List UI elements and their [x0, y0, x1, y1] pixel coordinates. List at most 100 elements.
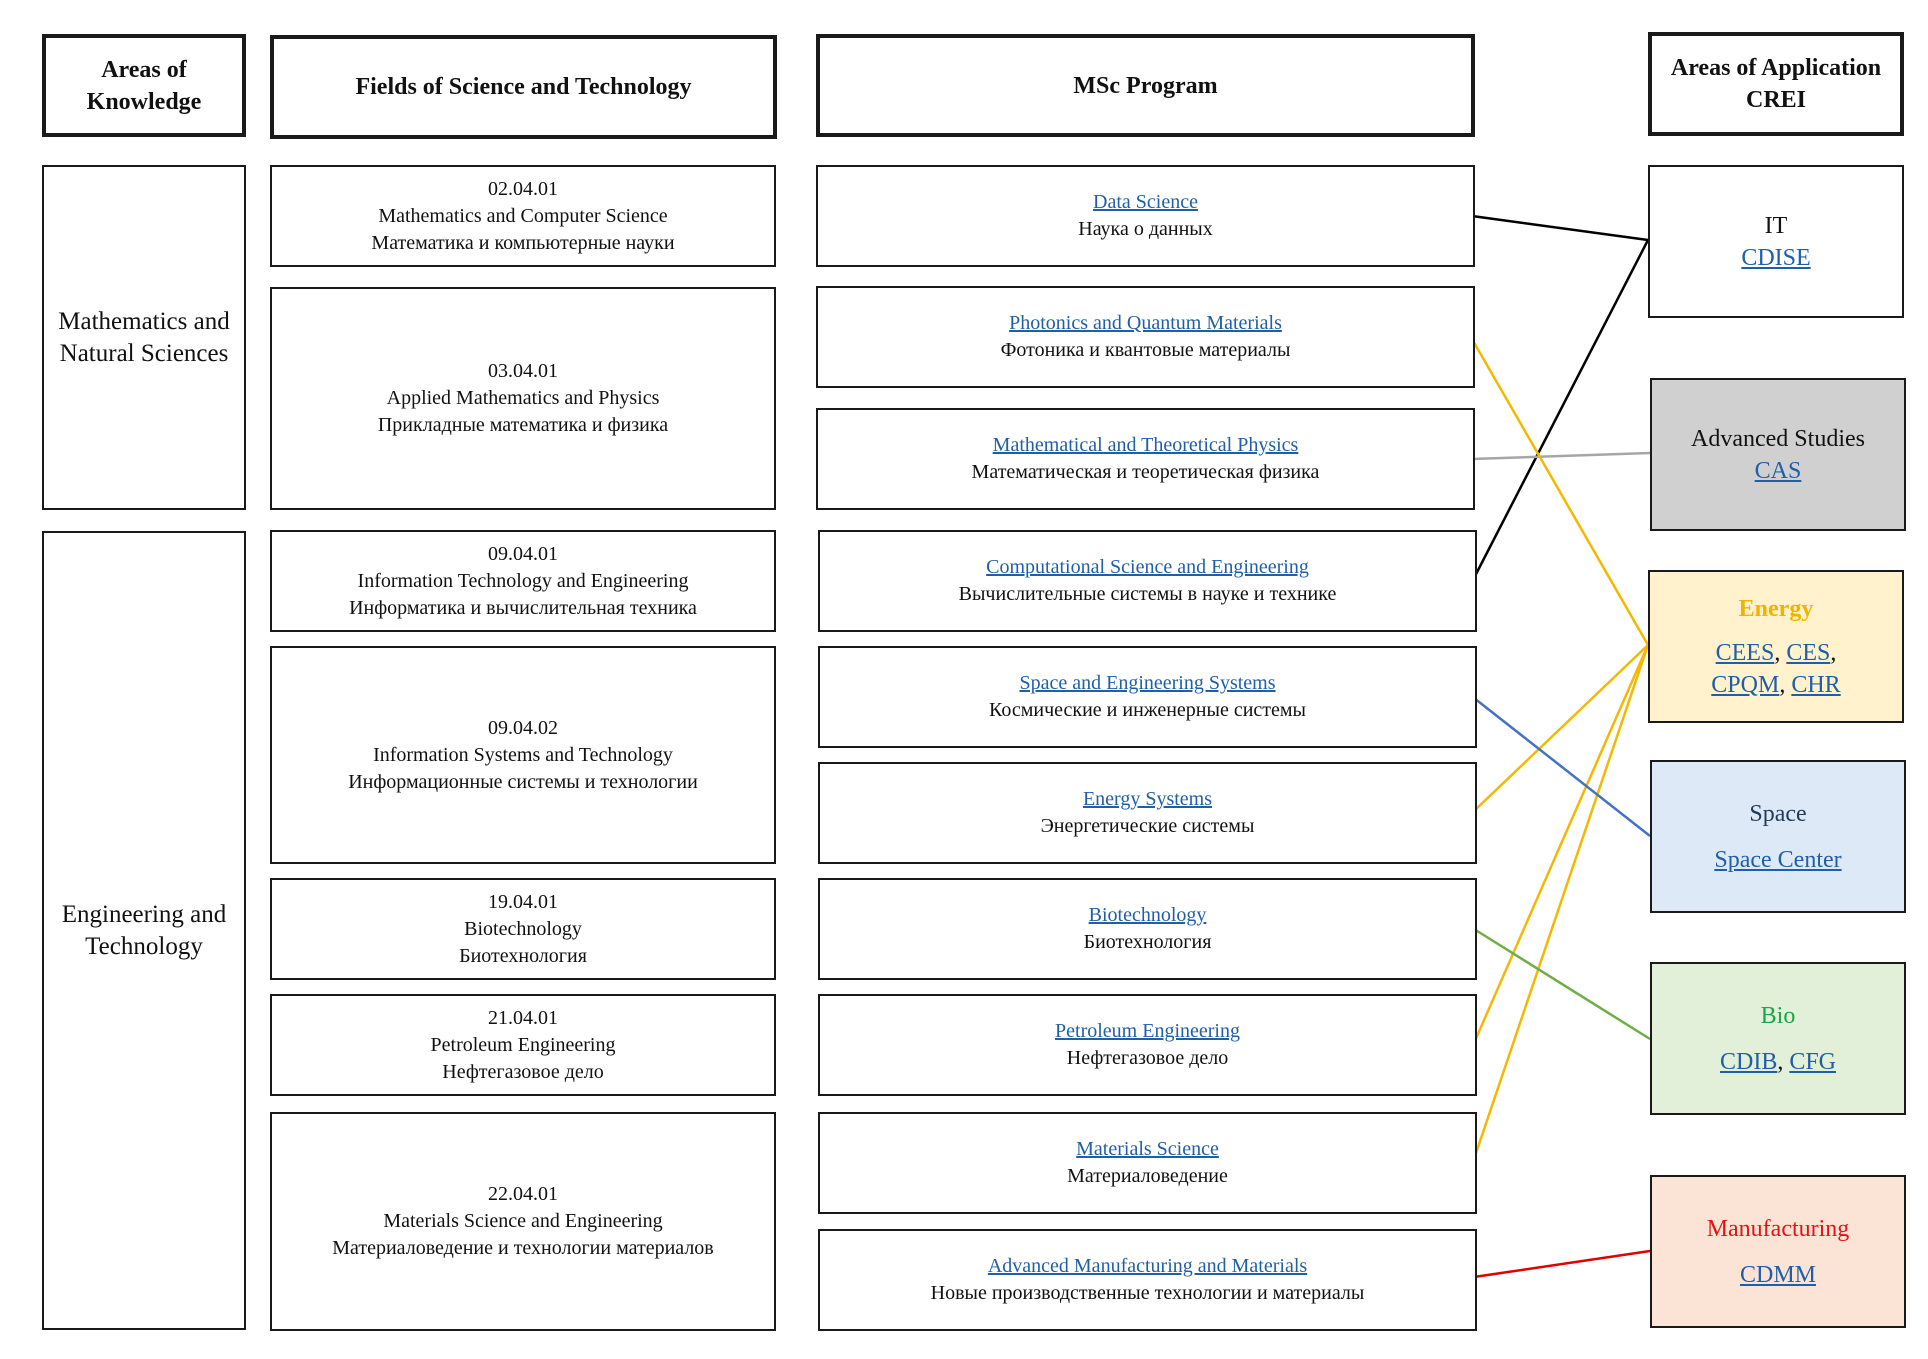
field-box: 03.04.01 Applied Mathematics and Physics…: [270, 287, 776, 510]
field-name-en: Biotechnology: [464, 917, 582, 940]
msc-program-name-ru: Новые производственные технологии и мате…: [930, 1282, 1365, 1304]
crei-title: Energy: [1738, 595, 1814, 622]
header-fields: Fields of Science and Technology: [270, 35, 777, 139]
msc-program-box: Data Science Наука о данных: [816, 165, 1475, 267]
connector-photonics-energy: [1470, 338, 1650, 646]
area-engineering-technology: Engineering and Technology: [42, 531, 246, 1330]
crei-link-cfg[interactable]: CFG: [1789, 1048, 1837, 1075]
field-box: 09.04.01 Information Technology and Engi…: [270, 530, 776, 632]
msc-program-box: Biotechnology Биотехнология: [818, 878, 1477, 980]
field-box: 21.04.01 Petroleum Engineering Нефтегазо…: [270, 994, 776, 1096]
area-label: Engineering and Technology: [61, 900, 227, 960]
crei-space: Space Space Center: [1650, 760, 1906, 913]
header-areas-of-knowledge: Areas of Knowledge: [42, 34, 246, 137]
field-code: 21.04.01: [488, 1006, 558, 1029]
msc-program-name-ru: Фотоника и квантовые материалы: [1000, 339, 1291, 361]
crei-link-ces[interactable]: CES: [1786, 639, 1831, 666]
connector-math-physics-advanced: [1471, 451, 1651, 461]
field-box: 02.04.01 Mathematics and Computer Scienc…: [270, 165, 776, 267]
crei-manufacturing: Manufacturing CDMM: [1650, 1175, 1906, 1328]
crei-title: Space: [1749, 800, 1807, 827]
connector-manufacturing: [1473, 1249, 1651, 1279]
crei-link-cpqm[interactable]: CPQM: [1711, 671, 1780, 698]
msc-program-box: Materials Science Материаловедение: [818, 1112, 1477, 1214]
msc-program-link[interactable]: Computational Science and Engineering: [986, 556, 1309, 578]
separator: ,: [1779, 671, 1792, 698]
field-name-en: Information Technology and Engineering: [357, 569, 689, 592]
field-name-ru: Нефтегазовое дело: [442, 1060, 604, 1083]
field-name-ru: Материаловедение и технологии материалов: [332, 1237, 714, 1259]
field-name-en: Petroleum Engineering: [430, 1033, 616, 1056]
msc-program-name-ru: Материаловедение: [1067, 1165, 1228, 1187]
msc-program-link[interactable]: Biotechnology: [1088, 904, 1207, 926]
crei-title: Advanced Studies: [1691, 425, 1865, 452]
msc-program-name-ru: Наука о данных: [1078, 218, 1213, 240]
header-msc-program: MSc Program: [816, 34, 1475, 137]
field-name-en: Information Systems and Technology: [373, 743, 673, 766]
header-crei-line1: Areas of Application: [1670, 55, 1882, 81]
area-math-natural-sciences: Mathematics and Natural Sciences: [42, 165, 246, 510]
connector-petroleum-energy: [1472, 644, 1650, 1044]
crei-link-cdib[interactable]: CDIB: [1719, 1048, 1778, 1075]
msc-program-link[interactable]: Photonics and Quantum Materials: [1009, 312, 1282, 334]
header-msc-label: MSc Program: [1073, 72, 1218, 99]
field-code: 09.04.01: [488, 542, 558, 565]
field-name-en: Materials Science and Engineering: [383, 1210, 663, 1232]
crei-link-cdise[interactable]: CDISE: [1741, 244, 1811, 271]
field-name-ru: Информационные системы и технологии: [348, 770, 698, 793]
crei-link-cdmm[interactable]: CDMM: [1739, 1261, 1817, 1288]
crei-link-chr[interactable]: CHR: [1791, 671, 1841, 698]
msc-program-link[interactable]: Advanced Manufacturing and Materials: [987, 1255, 1308, 1277]
msc-program-link[interactable]: Petroleum Engineering: [1055, 1020, 1240, 1042]
crei-title: Manufacturing: [1706, 1215, 1850, 1242]
field-code: 19.04.01: [488, 890, 558, 913]
msc-program-box: Petroleum Engineering Нефтегазовое дело: [818, 994, 1477, 1096]
field-box: 19.04.01 Biotechnology Биотехнология: [270, 878, 776, 980]
msc-program-link[interactable]: Materials Science: [1076, 1138, 1219, 1160]
field-name-en: Mathematics and Computer Science: [378, 204, 668, 227]
crei-it: IT CDISE: [1648, 165, 1904, 318]
connector-energy-systems-energy: [1473, 644, 1649, 812]
msc-program-box: Mathematical and Theoretical Physics Мат…: [816, 408, 1475, 510]
crei-link-cas[interactable]: CAS: [1754, 457, 1802, 484]
msc-program-link[interactable]: Data Science: [1093, 191, 1198, 213]
separator: ,: [1774, 639, 1787, 666]
crei-link-cees[interactable]: CEES: [1715, 639, 1775, 666]
connector-data-science-it: [1471, 214, 1649, 242]
field-name-en: Applied Mathematics and Physics: [386, 387, 660, 409]
msc-program-box: Energy Systems Энергетические системы: [818, 762, 1477, 864]
header-crei-line2: CREI: [1745, 87, 1806, 113]
msc-program-box: Photonics and Quantum Materials Фотоника…: [816, 286, 1475, 388]
field-name-ru: Прикладные математика и физика: [377, 414, 669, 436]
connector-materials-energy: [1472, 644, 1650, 1160]
crei-bio: Bio CDIB, CFG: [1650, 962, 1906, 1115]
msc-program-link[interactable]: Energy Systems: [1082, 788, 1213, 810]
crei-title: Bio: [1760, 1002, 1796, 1029]
field-code: 02.04.01: [488, 177, 558, 200]
separator: ,: [1830, 639, 1837, 666]
msc-program-name-ru: Нефтегазовое дело: [1066, 1047, 1229, 1069]
msc-program-link[interactable]: Space and Engineering Systems: [1019, 672, 1276, 694]
connector-space-systems-space: [1473, 697, 1651, 837]
connector-computational-science-it: [1472, 239, 1650, 579]
header-fields-label: Fields of Science and Technology: [355, 74, 692, 100]
crei-energy-links-row2: CPQM, CHR: [1711, 669, 1840, 701]
msc-program-link[interactable]: Mathematical and Theoretical Physics: [992, 434, 1299, 456]
separator: ,: [1777, 1048, 1790, 1075]
crei-bio-links: CDIB, CFG: [1720, 1046, 1836, 1078]
field-name-ru: Математика и компьютерные науки: [371, 231, 675, 254]
msc-program-name-ru: Вычислительные системы в науке и технике: [958, 583, 1337, 605]
header-areas-label: Areas of Knowledge: [86, 56, 202, 115]
msc-program-box: Computational Science and Engineering Вы…: [818, 530, 1477, 632]
field-code: 03.04.01: [488, 360, 558, 382]
crei-advanced-studies: Advanced Studies CAS: [1650, 378, 1906, 531]
field-box: 22.04.01 Materials Science and Engineeri…: [270, 1112, 776, 1331]
crei-link-space-center[interactable]: Space Center: [1714, 846, 1842, 873]
crei-title: IT: [1764, 212, 1788, 239]
field-code: 09.04.02: [488, 716, 558, 739]
crei-energy: Energy CEES, CES, CPQM, CHR: [1648, 570, 1904, 723]
msc-program-name-ru: Математическая и теоретическая физика: [971, 461, 1320, 483]
crei-energy-links-row1: CEES, CES,: [1716, 637, 1837, 669]
connector-biotech-bio: [1473, 927, 1651, 1041]
